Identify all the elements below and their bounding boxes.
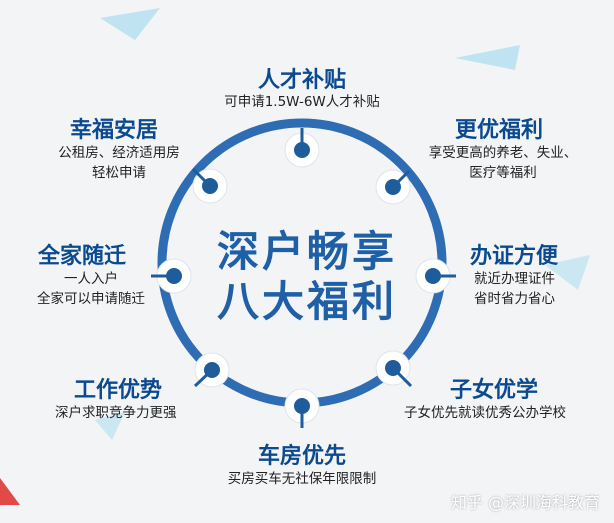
benefit-title-work-advantage: 工作优势 [74,378,163,403]
shard-mid-right [545,255,590,290]
benefit-desc-children-education: 子女优先就读优秀公办学校 [404,405,566,421]
benefit-title-children-education: 子女优学 [450,378,539,403]
node-quan-jia [151,258,192,294]
shard-top-left [100,8,160,40]
benefit-desc-family-move-2: 全家可以申请随迁 [37,291,145,307]
benefit-desc-work-advantage: 深户求职竞争力更强 [55,405,177,421]
benefit-desc-family-move-1: 一人入户 [64,271,118,287]
benefit-title-family-move: 全家随迁 [38,244,127,269]
benefit-title-car-house: 车房优先 [257,444,346,469]
node-ban-zheng [415,258,456,294]
shard-top-right [455,45,520,70]
node-geng-you [375,169,411,205]
shard-red [0,478,20,505]
node-gong-zuo [193,352,230,388]
benefit-desc-happy-housing-2: 轻松申请 [92,165,146,181]
center-title-line2: 八大福利 [216,277,397,326]
shard-bottom-left [95,412,125,440]
benefit-desc-easy-docs-2: 省时省力省心 [474,291,555,307]
benefit-title-better-welfare: 更优福利 [455,118,544,143]
benefit-desc-happy-housing-1: 公租房、经济适用房 [58,145,180,161]
benefit-desc-car-house: 买房买车无社保年限限制 [227,471,377,487]
benefit-desc-better-welfare-2: 医疗等福利 [469,165,537,181]
center-title-line1: 深户畅享 [216,227,397,276]
node-xing-fu [191,167,228,204]
node-zi-nv [375,350,413,388]
watermark: 知乎 @深圳海科教育 [450,493,600,512]
benefit-title-happy-housing: 幸福安居 [70,118,159,143]
node-ren-cai [284,128,320,168]
benefit-title-talent-subsidy: 人才补贴 [257,68,346,93]
benefit-title-easy-docs: 办证方便 [470,244,559,269]
benefit-desc-better-welfare-1: 享受更高的养老、失业、 [428,145,578,161]
benefit-desc-easy-docs-1: 就近办理证件 [474,271,555,287]
node-che-fang [284,388,320,428]
benefit-desc-talent-subsidy: 可申请1.5W-6W人才补贴 [224,94,380,110]
